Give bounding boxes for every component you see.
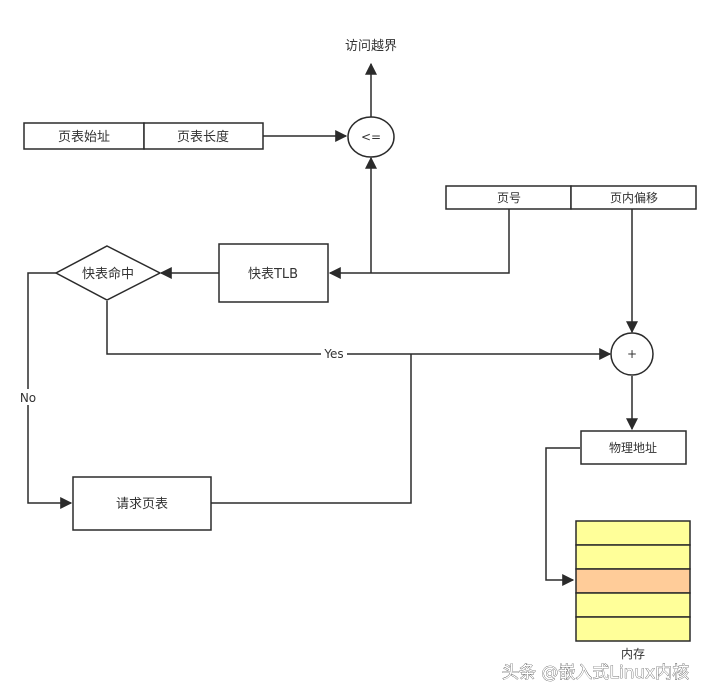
memory-row xyxy=(575,568,691,594)
edge-physical-to-memory xyxy=(545,447,580,586)
table-length-label: 页表长度 xyxy=(177,129,229,145)
tlb-hit-decision: 快表命中 xyxy=(54,245,162,301)
yes-label: Yes xyxy=(323,347,343,361)
edge-yes-to-adder xyxy=(106,301,612,360)
tlb-label: 快表TLB xyxy=(248,267,298,282)
edge-request-to-yes xyxy=(211,354,412,504)
memory-row xyxy=(575,616,691,642)
page-offset-label: 页内偏移 xyxy=(610,190,658,205)
table-base-label: 页表始址 xyxy=(58,130,110,145)
tlb-box: 快表TLB xyxy=(218,243,329,303)
page-number-label: 页号 xyxy=(497,191,521,205)
edge-no-to-request xyxy=(27,272,73,509)
request-table-box: 请求页表 xyxy=(72,476,212,531)
memory-label: 内存 xyxy=(621,647,645,661)
tlb-hit-label: 快表命中 xyxy=(82,266,134,282)
request-table-label: 请求页表 xyxy=(116,497,168,512)
adder-label: + xyxy=(627,347,637,361)
physical-address-label: 物理地址 xyxy=(609,441,657,455)
logical-address: 页号 页内偏移 xyxy=(445,185,697,210)
memory-row xyxy=(575,592,691,618)
physical-address-box: 物理地址 xyxy=(580,430,687,465)
watermark: 头条 @嵌入式Linux内核 xyxy=(502,663,689,683)
memory-block xyxy=(575,520,691,642)
no-label: No xyxy=(20,391,36,405)
edge-page-number-down xyxy=(371,209,510,274)
memory-row xyxy=(575,520,691,546)
compare-node: <= xyxy=(347,116,395,158)
compare-label: <= xyxy=(361,130,381,144)
no-label-bg xyxy=(16,389,40,405)
adder-node: + xyxy=(610,332,654,376)
out-of-bounds-label: 访问越界 xyxy=(345,39,397,54)
page-table-register: 页表始址 页表长度 xyxy=(23,122,264,150)
yes-label-bg xyxy=(321,346,347,362)
memory-row xyxy=(575,544,691,570)
